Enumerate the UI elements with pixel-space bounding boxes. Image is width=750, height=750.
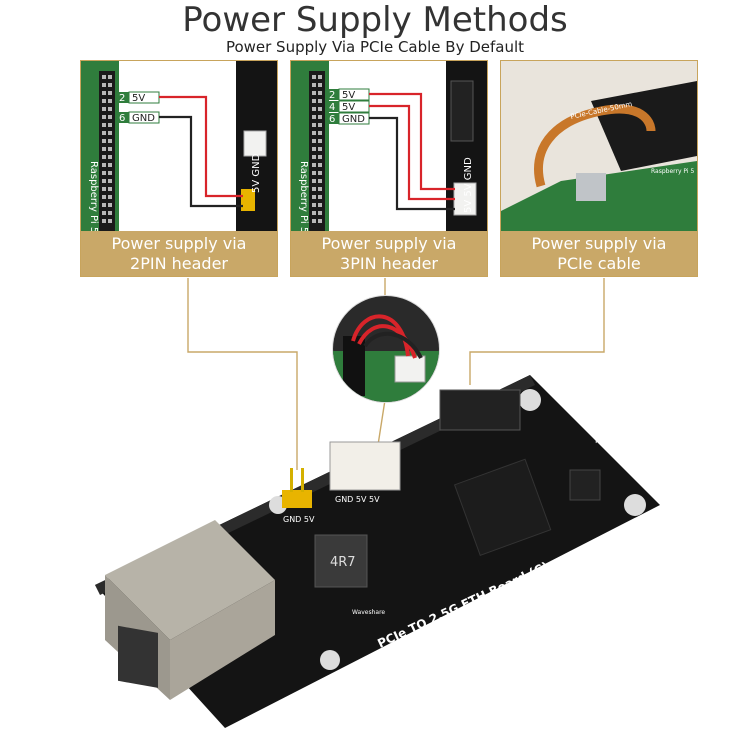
pin-number-bg [325,113,339,124]
pin-number-bg [325,101,339,112]
zoom-wire-black [363,331,423,359]
wire-5v [159,95,243,198]
panel-3pin-illustration: 2 5V 4 5V 6 GND Raspberry Pi 5 5V 5V GND [291,61,487,236]
connector-label: 5V 5V GND [463,157,474,213]
pwr-silkscreen: PWR [595,436,614,445]
leader-line-2pin [187,278,298,470]
pi-label: Raspberry Pi 5 [651,168,694,175]
header-silkscreen: GND 5V [283,515,315,524]
rj45-side [170,580,275,700]
pin-number-bg [115,112,129,123]
pi-label: Raspberry Pi 5 [298,161,309,233]
ethernet-controller-ic [453,458,552,557]
wire-gnd [369,116,455,211]
pin-label: GND [132,113,155,124]
caption-line: Power supply via [111,233,247,253]
wire-5v-b [369,104,455,201]
pin-number: 2 [329,90,335,101]
caption-2pin: Power supply via 2PIN header [81,231,277,276]
caption-3pin: Power supply via 3PIN header [291,231,487,276]
panel-pcie-illustration: PCIe-Cable-50mm Raspberry Pi 5 [501,61,697,236]
zoom-wire-red-2 [357,324,417,359]
caption-line: Power supply via [321,233,457,253]
pcie-ribbon-cable [534,104,656,188]
zoom-gpio-header [343,336,365,396]
pi-label: Raspberry Pi 5 [88,161,99,233]
connector-label: 5V GND [251,153,262,193]
pin-label: 5V [342,102,355,113]
caption-pcie: Power supply via PCIe cable [501,231,697,276]
rj45-top [105,520,275,640]
zoom-illustration [333,296,439,402]
wifi-module [576,173,606,201]
header-pin [301,468,304,492]
leader-line-3pin [377,399,386,446]
wire-5v-a [369,92,455,191]
page-subtitle: Power Supply Via PCIe Cable By Default [225,38,525,56]
caption-line: 2PIN header [130,253,228,273]
pin-number: 6 [119,113,125,124]
page-title: Power Supply Methods [182,0,568,40]
panel-pcie-cable: PCIe-Cable-50mm Raspberry Pi 5 Power sup… [500,60,698,277]
pin-number-bg [115,92,129,103]
header-pin [290,468,293,492]
pin-label: GND [342,114,365,125]
panel-3pin-header: 2 5V 4 5V 6 GND Raspberry Pi 5 5V 5V GND… [290,60,488,277]
2pin-header [282,490,312,508]
pin-number: 4 [329,102,335,113]
panel-2pin-header: 2 5V 6 GND Raspberry Pi 5 5V GND Power s… [80,60,278,277]
caption-line: Power supply via [531,233,667,253]
pin-label: 5V [132,93,145,104]
pcie-fpc-socket [439,389,521,431]
3pin-connector [329,441,401,491]
connector-silkscreen: GND 5V 5V [335,495,380,504]
pin-number: 2 [119,93,125,104]
connector-zoom-view [332,295,440,403]
inductor [314,534,368,588]
zoom-3pin-connector [394,355,426,383]
pcie-socket [450,80,474,142]
3pin-connector [243,130,267,157]
pin-number-bg [325,89,339,100]
regulator-ic [569,469,601,501]
pin-number: 6 [329,114,335,125]
wire-gnd [159,115,243,208]
leader-line-pcie [469,278,605,385]
eth-board [591,81,697,171]
mounting-hole [519,389,541,411]
2pin-header-yellow [241,189,255,211]
caption-line: 3PIN header [340,253,438,273]
caption-line: PCIe cable [557,253,641,273]
inductor-marking: 4R7 [330,555,356,570]
mounting-hole [624,494,646,516]
rj45-port [118,625,158,688]
panel-2pin-illustration: 2 5V 6 GND Raspberry Pi 5 5V GND [81,61,277,236]
brand-name: Waveshare [352,609,385,616]
mounting-hole [320,650,340,670]
pin-label: 5V [342,90,355,101]
